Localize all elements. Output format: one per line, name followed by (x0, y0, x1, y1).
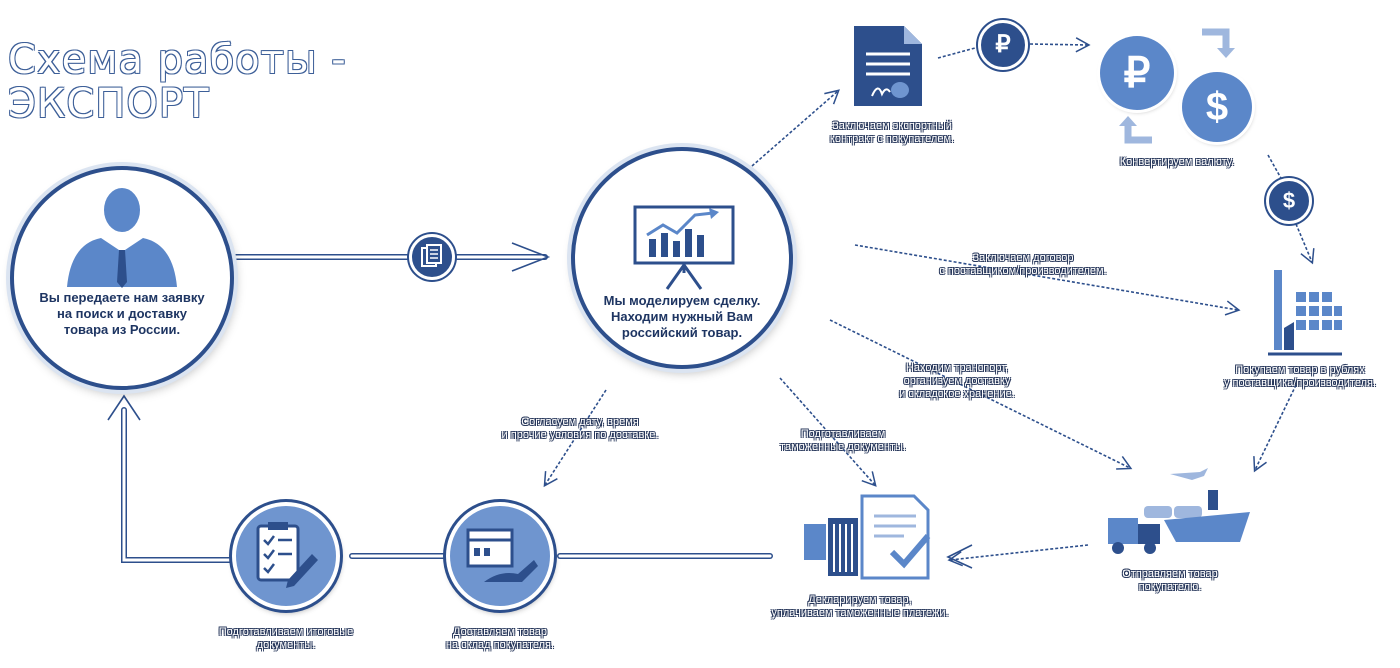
businessman-icon (67, 188, 177, 288)
factory-icon (1268, 270, 1342, 356)
supplier-contract-text-2: с поставщиком/производителем. (939, 265, 1107, 277)
customs-docs-text-1: Подготавливаем (800, 428, 886, 440)
ship-label: Отправляем товар покупателю. (1100, 568, 1240, 594)
arrow-buy-to-ship (1253, 384, 1297, 473)
dollar-coin: $ (1182, 72, 1252, 142)
final-docs-label: Подготавливаем итоговые документы. (196, 626, 376, 652)
arrowhead-deliver (946, 544, 973, 569)
declare-text-2: уплачиваем таможенные платежи. (771, 607, 949, 619)
contract-label: Заключаем экспортный контракт с покупате… (812, 120, 972, 146)
client-text-2: на поиск и доставку (56, 306, 187, 321)
ruble-symbol: ₽ (995, 31, 1011, 58)
ship-text-1: Отправляем товар (1122, 568, 1218, 580)
supplier-contract-text-1: Заключаем договор (972, 252, 1074, 264)
contract-text-2: контракт с покупателем. (829, 133, 955, 145)
deliver-text-1: Доставляем товар (453, 626, 547, 638)
title-line-1: Схема работы - (8, 37, 347, 83)
title-line-2: ЭКСПОРТ (8, 81, 210, 127)
model-node: Мы моделируем сделку. Находим нужный Вам… (571, 147, 793, 369)
client-text-1: Вы передаете нам заявку (39, 290, 205, 305)
agree-date-text-1: Согласуем дату, время (521, 416, 639, 428)
client-node: Вы передаете нам заявку на поиск и доста… (10, 166, 234, 390)
arrow-ship-to-declare (947, 544, 1089, 567)
convert-text-1: Конвертируем валюту. (1119, 156, 1235, 168)
buy-label: Покупаем товар в рублях у поставщика/про… (1212, 364, 1388, 390)
arrowhead-model (511, 242, 551, 272)
agree-date-label: Согласуем дату, время и прочие условия п… (480, 416, 680, 442)
customs-docs-label: Подготавливаем таможенные документы. (758, 428, 928, 454)
ruble-coin: ₽ (1100, 36, 1174, 110)
deliver-text-2: на склад покупателя. (445, 639, 555, 651)
documents-icon (421, 244, 442, 267)
ship-text-2: покупателю. (1138, 581, 1202, 593)
connector-docs-to-client (121, 407, 233, 563)
deliver-label: Доставляем товар на склад покупателя. (420, 626, 580, 652)
buy-text-2: у поставщика/производителя. (1223, 377, 1377, 389)
convert-currency-icon: ₽ $ (1098, 22, 1258, 152)
ruble-badge: ₽ (978, 20, 1028, 70)
supplier-contract-label: Заключаем договор с поставщиком/производ… (918, 252, 1128, 278)
exchange-arrows-icon (1119, 28, 1235, 144)
transport-label: Находим транспорт, организуем доставку и… (882, 362, 1032, 401)
arrow-convert-to-dollar (1267, 154, 1283, 181)
dollar-coin-symbol: $ (1205, 85, 1229, 129)
arrow-model-to-contract (751, 89, 840, 167)
contract-document-icon (854, 26, 922, 106)
model-text-2: Находим нужный Вам (610, 309, 754, 324)
contract-text-1: Заключаем экспортный (832, 120, 952, 132)
ruble-coin-symbol: ₽ (1123, 49, 1151, 96)
arrow-model-to-deliver (543, 389, 607, 488)
declare-label: Декларируем товар, уплачиваем таможенные… (740, 594, 980, 620)
final-docs-node (232, 502, 340, 610)
dollar-badge: $ (1266, 178, 1312, 224)
buy-text-1: Покупаем товар в рублях (1235, 364, 1365, 376)
presentation-chart-icon (633, 205, 735, 290)
final-docs-text-2: документы. (256, 639, 316, 651)
arrowhead-client (107, 394, 141, 421)
declare-text-1: Декларируем товар, (808, 594, 912, 606)
arrow-model-to-declare (779, 377, 877, 487)
transport-icon (1108, 468, 1250, 554)
deliver-node (446, 502, 554, 610)
transport-text-1: Находим транспорт, (905, 362, 1009, 374)
checklist-icon (256, 522, 318, 588)
arrow-contract-to-ruble (937, 47, 976, 59)
model-text-3: российский товар. (621, 325, 743, 340)
dollar-symbol: $ (1282, 188, 1296, 213)
convert-label: Конвертируем валюту. (1102, 156, 1252, 169)
arrow-ruble-to-convert (1029, 37, 1091, 53)
client-text-3: товара из России. (63, 322, 181, 337)
arrow-model-to-ship (829, 319, 1133, 470)
page-title: Схема работы - ЭКСПОРТ (8, 38, 347, 126)
documents-badge (409, 234, 455, 280)
package-delivery-icon (466, 528, 538, 582)
arrow-dollar-to-buy (1295, 223, 1315, 265)
final-docs-text-1: Подготавливаем итоговые (218, 626, 354, 638)
model-text-1: Мы моделируем сделку. (603, 293, 761, 308)
customs-docs-text-2: таможенные документы. (780, 441, 906, 453)
customs-declaration-icon (804, 494, 931, 580)
transport-text-2: организуем доставку (903, 375, 1011, 387)
transport-text-3: и складское хранение. (899, 388, 1015, 400)
agree-date-text-2: и прочие условия по доставке. (501, 429, 659, 441)
